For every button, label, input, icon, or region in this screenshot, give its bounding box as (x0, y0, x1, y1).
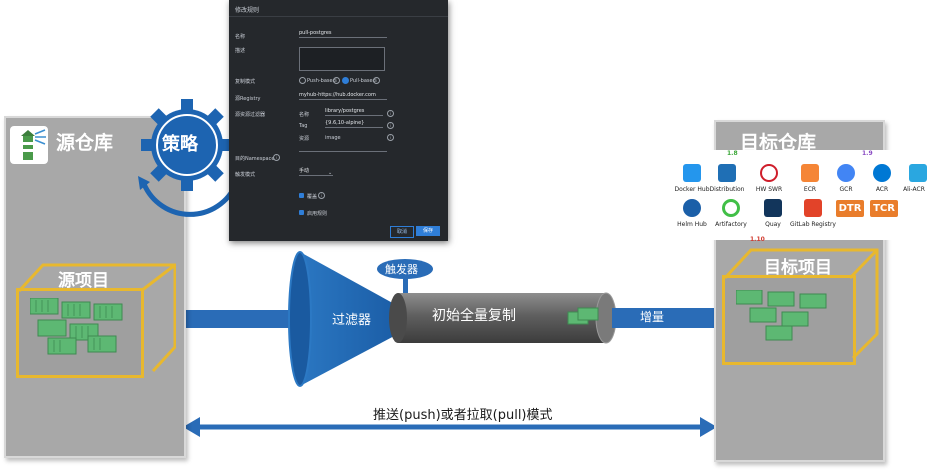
trigger-label: 触发器 (385, 263, 418, 276)
edit-rule-modal: 修改规则 名称 pull-postgres 描述 复制模式 Push-based… (229, 0, 448, 241)
trigger-mode-select[interactable]: 手动 (299, 167, 333, 176)
target-project-frame (723, 248, 879, 360)
trigger-bubble (377, 259, 433, 279)
gcr-icon (837, 164, 855, 182)
target-container-stack (736, 290, 827, 341)
chevron-down-icon: ⌄ (328, 170, 333, 176)
overwrite-label: 覆盖 (307, 194, 318, 200)
push-mode-radio[interactable] (299, 77, 306, 84)
enable-rule-checkbox[interactable] (299, 210, 304, 215)
source-project-title: 源项目 (58, 271, 109, 291)
replication-mode-label: 复制模式 (235, 79, 256, 85)
azure-acr-icon (873, 164, 891, 182)
source-registry-select[interactable]: myhub-https://hub.docker.com (299, 91, 387, 100)
trigger-pin (403, 276, 408, 308)
gitlab-icon (804, 199, 822, 217)
target-registry-title: 目标仓库 (740, 132, 817, 154)
version-1-8: 1.8 (727, 150, 738, 157)
push-mode-info-icon[interactable]: i (333, 77, 340, 84)
registry-label-acr: ACR (875, 186, 889, 193)
pipe-container-icon (567, 307, 599, 325)
registry-label-distribution: Distribution (709, 186, 745, 193)
container-stack (30, 298, 123, 355)
filter-name-input[interactable]: library/postgres (325, 107, 383, 116)
gear-icon (138, 99, 239, 217)
filter-resource-label: 资源 (299, 136, 310, 142)
filter-name-label: 名称 (299, 112, 310, 118)
registry-label-ali-acr: Ali-ACR (903, 186, 925, 193)
filter-funnel (288, 251, 398, 387)
tcr-badge: TCR (870, 200, 898, 217)
aws-ecr-icon (801, 164, 819, 182)
registry-label-artifactory: Artifactory (715, 221, 747, 228)
registry-label-gcr: GCR (839, 186, 853, 193)
filter-tag-label: Tag (299, 123, 308, 129)
registry-label-gitlab: GitLab Registry (790, 221, 836, 228)
source-flow-bar (185, 310, 305, 328)
modal-header: 修改规则 (229, 0, 448, 17)
registry-label-docker-hub: Docker Hub (674, 186, 710, 193)
name-label: 名称 (235, 34, 246, 40)
quay-icon (764, 199, 782, 217)
artifactory-icon (722, 199, 740, 217)
push-pull-arrow (183, 417, 717, 437)
modal-title: 修改规则 (235, 7, 260, 14)
source-registry-title: 源仓库 (56, 132, 114, 154)
registry-label-helm-hub: Helm Hub (677, 221, 707, 228)
overwrite-checkbox[interactable] (299, 193, 304, 198)
huawei-swr-icon (760, 164, 778, 182)
filter-name-info-icon[interactable]: i (387, 110, 394, 117)
incremental-label: 增量 (640, 310, 665, 324)
trigger-mode-label: 触发模式 (235, 172, 256, 178)
ali-acr-icon (909, 164, 927, 182)
helm-hub-icon (683, 199, 701, 217)
description-textarea[interactable] (299, 47, 385, 71)
name-input[interactable]: pull-postgres (299, 29, 387, 38)
namespace-info-icon[interactable]: i (273, 154, 280, 161)
filter-label: 过滤器 (332, 313, 372, 328)
save-button[interactable]: 保存 (416, 226, 440, 236)
version-1-10: 1.10 (750, 236, 765, 243)
distribution-icon (718, 164, 736, 182)
incremental-flow-bar (612, 308, 716, 328)
pull-mode-radio[interactable] (342, 77, 349, 84)
filter-resource-value[interactable]: image (325, 135, 341, 141)
strategy-label: 策略 (162, 134, 198, 155)
description-label: 描述 (235, 48, 246, 54)
lighthouse-icon (10, 126, 48, 164)
registry-label-hw-swr: HW SWR (755, 186, 783, 193)
filter-resource-info-icon[interactable]: i (387, 134, 394, 141)
push-pull-mode-label: 推送(push)或者拉取(pull)模式 (373, 408, 553, 423)
pull-mode-label: Pull-based (350, 78, 376, 84)
version-1-9: 1.9 (862, 150, 873, 157)
cancel-button[interactable]: 取消 (390, 226, 414, 238)
registry-label-ecr: ECR (803, 186, 817, 193)
registry-label-quay: Quay (765, 221, 781, 228)
dtr-badge: DTR (836, 200, 864, 217)
target-project-title: 目标项目 (764, 258, 832, 278)
pull-mode-info-icon[interactable]: i (373, 77, 380, 84)
resource-filter-label: 源资源过滤器 (235, 112, 266, 118)
namespace-label: 目的Namespace (235, 156, 275, 162)
source-project-frame (17, 263, 176, 373)
overwrite-info-icon[interactable]: i (318, 192, 325, 199)
filter-tag-info-icon[interactable]: i (387, 122, 394, 129)
initial-copy-label: 初始全量复制 (432, 308, 516, 324)
source-registry-label: 源Registry (235, 96, 261, 102)
enable-rule-label: 启用规则 (307, 211, 328, 217)
docker-hub-icon (683, 164, 701, 182)
push-mode-label: Push-based (307, 78, 336, 84)
filter-tag-input[interactable]: {9.6,10-alpine} (325, 119, 383, 128)
namespace-input[interactable] (299, 151, 387, 152)
